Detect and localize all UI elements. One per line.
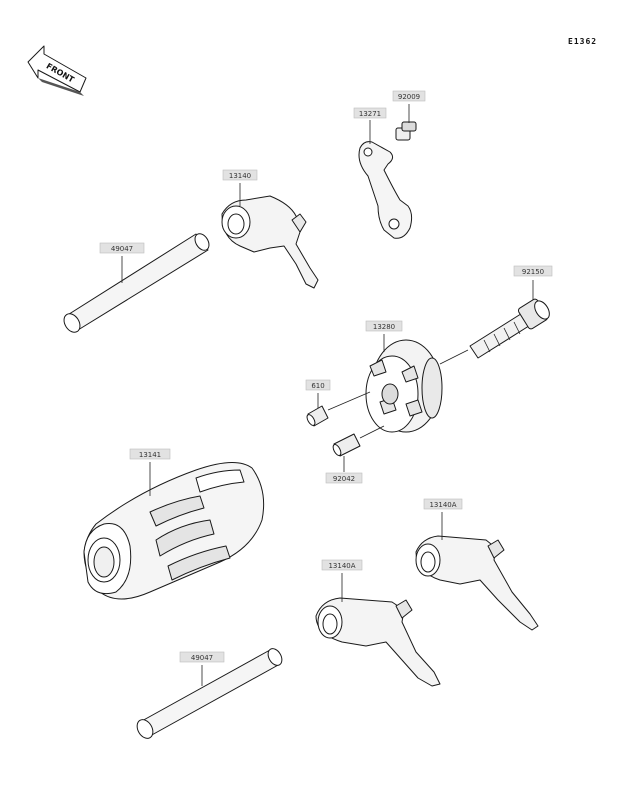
- svg-text:13140: 13140: [229, 172, 251, 180]
- shaft-49047-bottom-icon: [136, 648, 283, 739]
- lever-13271-icon: [358, 141, 413, 239]
- svg-text:92150: 92150: [522, 268, 544, 276]
- label-92042: 92042: [325, 472, 363, 484]
- bolt-92009-icon: [395, 121, 417, 141]
- svg-text:13271: 13271: [359, 110, 381, 118]
- label-49047-bottom: 49047: [179, 651, 225, 663]
- svg-text:13140A: 13140A: [328, 562, 355, 570]
- svg-text:92042: 92042: [333, 475, 355, 483]
- label-13280: 13280: [365, 320, 403, 332]
- label-13140A-left: 13140A: [321, 559, 363, 571]
- svg-text:13140A: 13140A: [429, 501, 456, 509]
- bolt-92150-icon: [469, 298, 550, 359]
- svg-text:13141: 13141: [139, 451, 161, 459]
- label-92150: 92150: [513, 265, 553, 277]
- svg-text:49047: 49047: [111, 245, 133, 253]
- shift-fork-13140A-right-icon: [415, 535, 539, 631]
- front-arrow-icon: FRONT: [27, 45, 87, 96]
- svg-text:13280: 13280: [373, 323, 395, 331]
- label-49047-top: 49047: [99, 242, 145, 254]
- shift-drum-13141-icon: [83, 462, 265, 600]
- drum-end-13280-icon: [365, 339, 443, 433]
- label-610: 610: [305, 379, 331, 391]
- shift-fork-13140-icon: [221, 195, 319, 289]
- svg-text:92009: 92009: [398, 93, 420, 101]
- pin-610-icon: [306, 405, 329, 427]
- shift-fork-13140A-left-icon: [315, 597, 441, 687]
- reference-code: E1362: [568, 37, 597, 46]
- label-92009: 92009: [392, 90, 426, 102]
- shaft-49047-top-icon: [63, 233, 210, 333]
- pin-92042-icon: [332, 433, 361, 457]
- svg-text:610: 610: [311, 382, 324, 390]
- label-13140: 13140: [222, 169, 258, 181]
- label-13140A-right: 13140A: [423, 498, 463, 510]
- label-13141: 13141: [129, 448, 171, 460]
- svg-text:49047: 49047: [191, 654, 213, 662]
- label-13271: 13271: [353, 107, 387, 119]
